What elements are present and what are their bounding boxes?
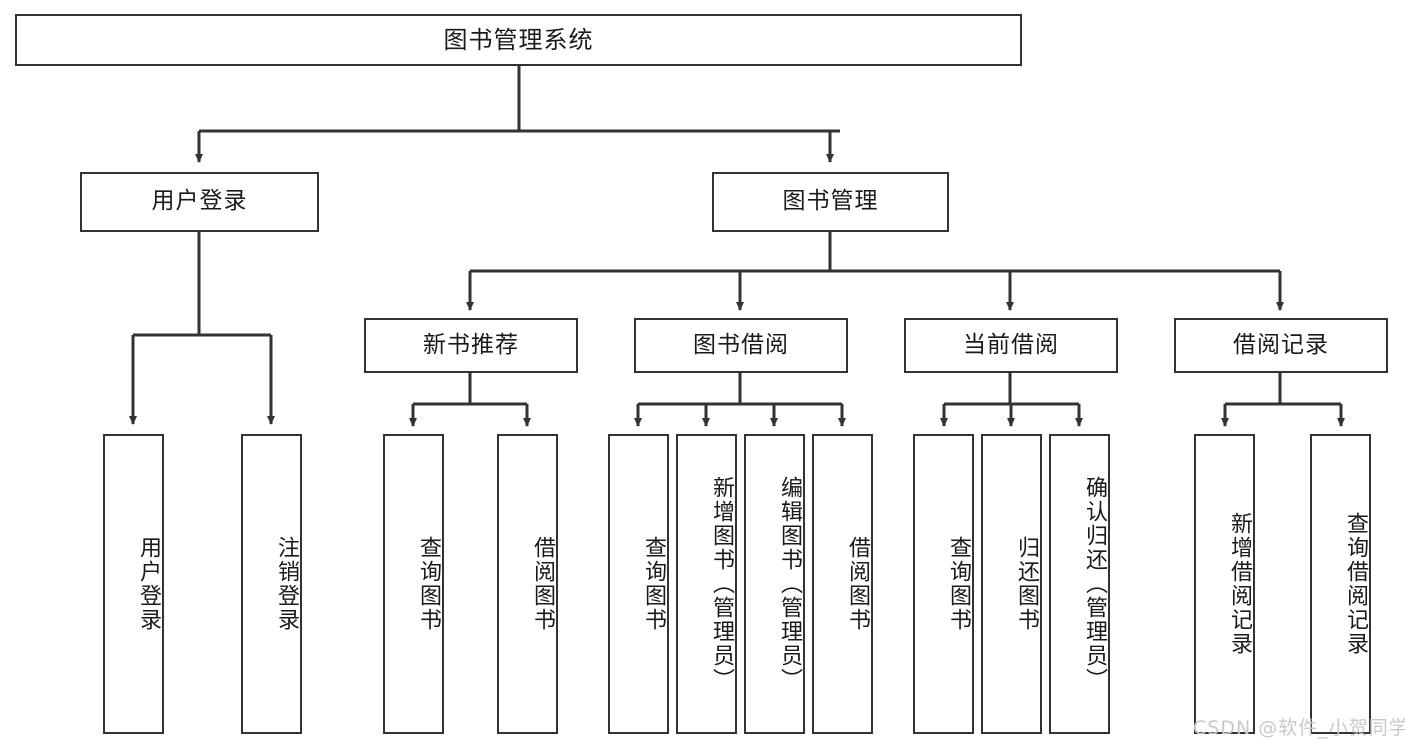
csdn-watermark: CSDN @软件_小贺同学 [1193, 717, 1405, 739]
node-leaf-borrow-book-1[interactable]: 借阅图书 [497, 434, 558, 734]
node-leaf-user-login[interactable]: 用户登录 [103, 434, 164, 734]
node-root-system[interactable]: 图书管理系统 [15, 14, 1022, 66]
edge-userlogin-to-leaves [129, 232, 275, 425]
node-leaf-query-book-2[interactable]: 查询图书 [608, 434, 669, 734]
node-leaf-query-book-1[interactable]: 查询图书 [383, 434, 444, 734]
node-leaf-edit-book[interactable]: 编辑图书（管理员） [744, 434, 805, 734]
node-new-book-recommend[interactable]: 新书推荐 [364, 318, 578, 373]
node-leaf-add-record[interactable]: 新增借阅记录 [1194, 434, 1255, 734]
node-leaf-confirm-return[interactable]: 确认归还（管理员） [1049, 434, 1110, 734]
node-book-borrow[interactable]: 图书借阅 [634, 318, 848, 373]
node-leaf-return-book[interactable]: 归还图书 [981, 434, 1042, 734]
node-borrow-record[interactable]: 借阅记录 [1174, 318, 1388, 373]
edge-newbook-to-leaves [409, 373, 531, 427]
node-leaf-query-record[interactable]: 查询借阅记录 [1310, 434, 1371, 734]
node-leaf-borrow-book-2[interactable]: 借阅图书 [812, 434, 873, 734]
edge-borrowrecord-to-leaves [1221, 373, 1345, 427]
node-leaf-add-book[interactable]: 新增图书（管理员） [676, 434, 737, 734]
node-user-login[interactable]: 用户登录 [80, 172, 319, 232]
edge-currentborrow-to-leaves [940, 373, 1083, 427]
node-current-borrow[interactable]: 当前借阅 [904, 318, 1118, 373]
edge-root-to-level1 [195, 66, 840, 163]
node-book-management[interactable]: 图书管理 [712, 172, 949, 232]
node-leaf-logout-login[interactable]: 注销登录 [241, 434, 302, 734]
edge-bookmgmt-to-level2 [466, 232, 1284, 311]
edge-bookborrow-to-leaves [634, 373, 846, 427]
node-leaf-query-book-3[interactable]: 查询图书 [913, 434, 974, 734]
